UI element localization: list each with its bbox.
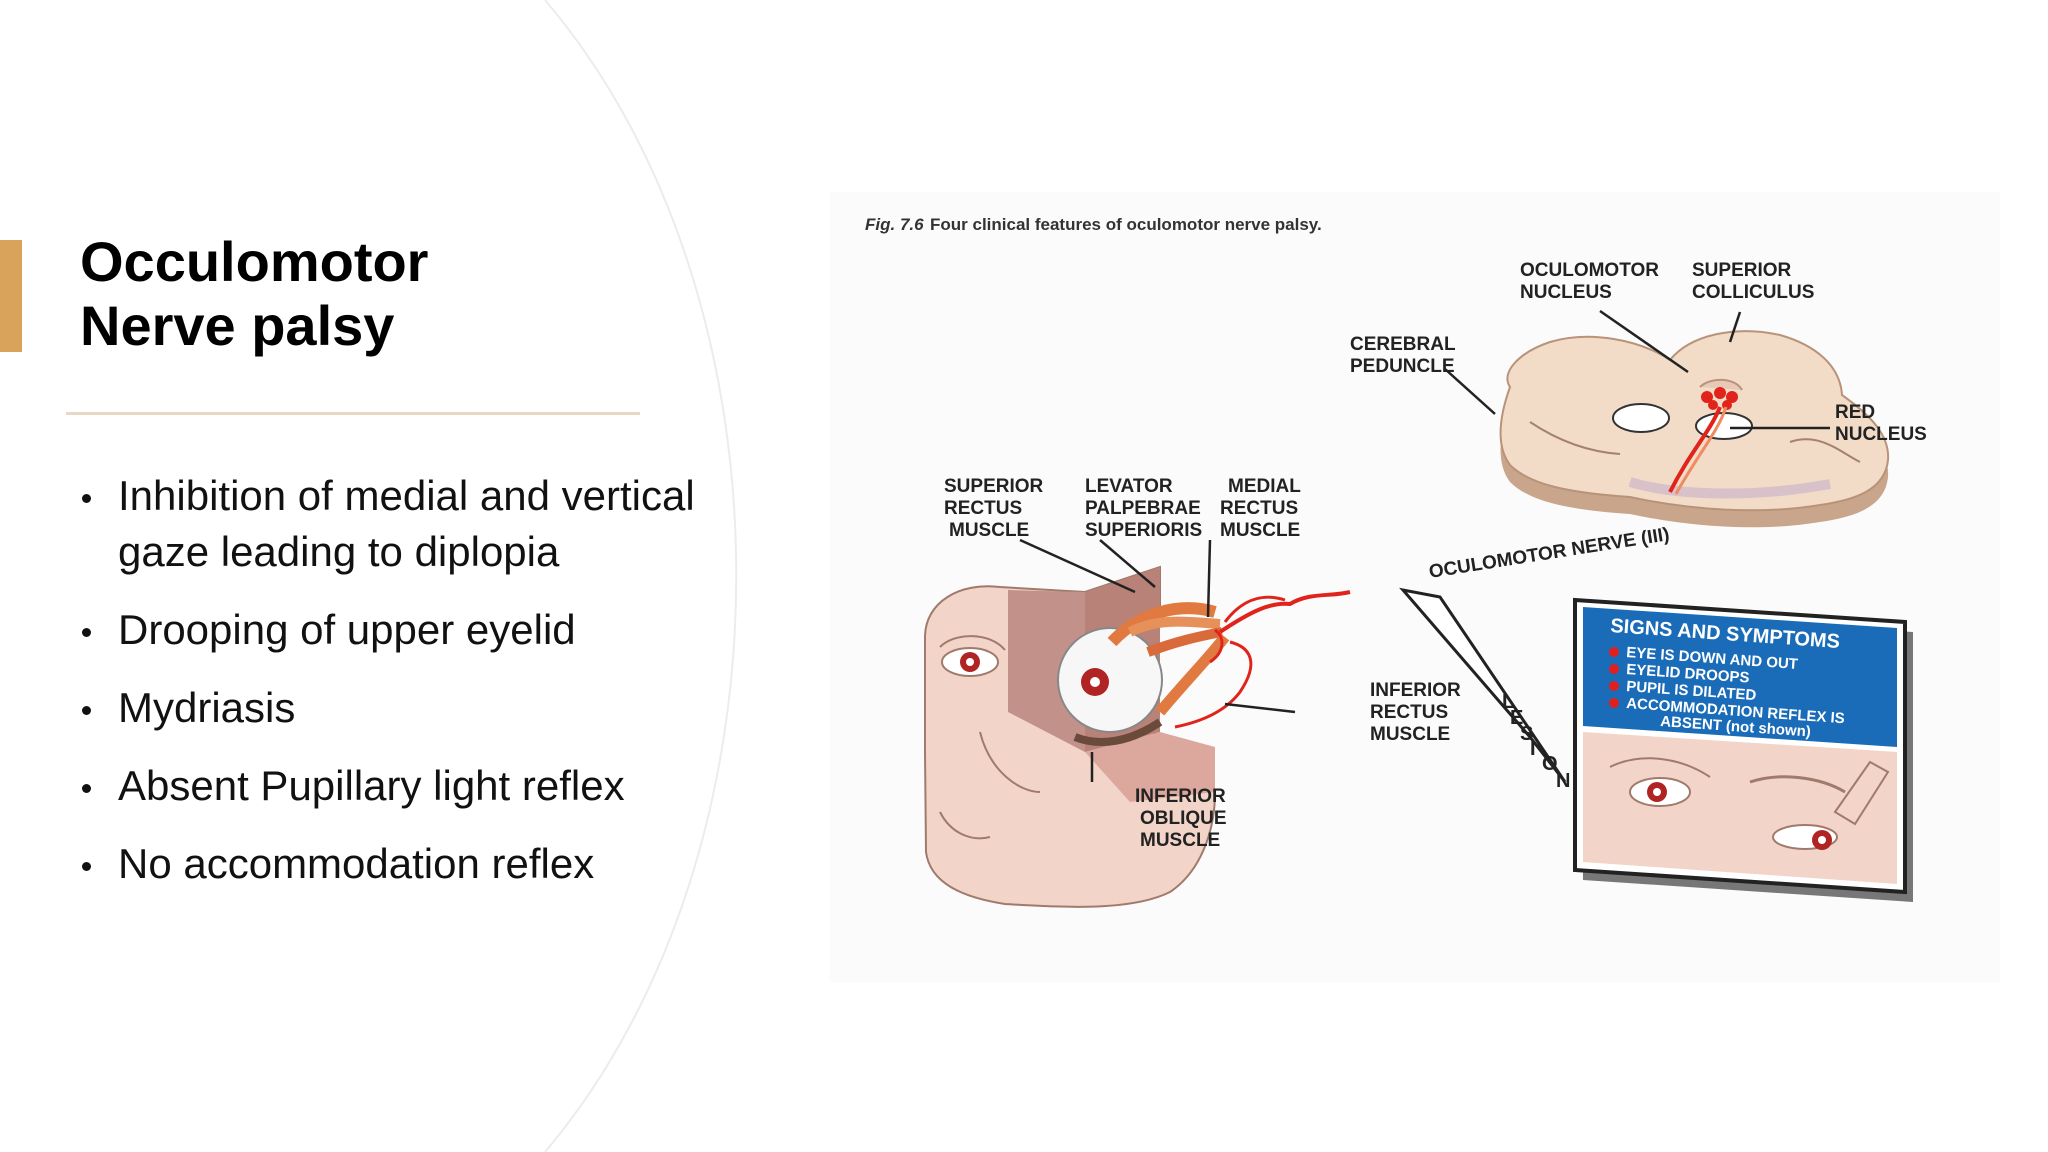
label-red-nucleus: RED NUCLEUS: [1835, 402, 1927, 445]
label-oculomotor-nerve: OCULOMOTOR NERVE (III): [1427, 524, 1670, 583]
lesion-letter: N: [1556, 770, 1570, 792]
bullet-item: Mydriasis: [80, 680, 730, 736]
lesion-letter: S: [1520, 723, 1533, 745]
brainstem-illustration: [1499, 330, 1890, 528]
brainstem-labels: OCULOMOTOR NUCLEUS SUPERIOR COLLICULUS C…: [1350, 260, 1927, 445]
oculomotor-palsy-figure: Fig. 7.6 Four clinical features of oculo…: [865, 215, 1927, 908]
slide-title: Occulomotor Nerve palsy: [80, 230, 720, 358]
signs-and-symptoms-box: SIGNS AND SYMPTOMS EYE IS DOWN AND OUT E…: [1573, 597, 1913, 902]
lesion-letter: O: [1542, 753, 1558, 775]
title-divider: [66, 412, 640, 415]
label-inferior-rectus: INFERIOR RECTUS MUSCLE: [1370, 680, 1466, 745]
figure-panel: Fig. 7.6 Four clinical features of oculo…: [830, 192, 2000, 982]
lesion-letter: E: [1510, 707, 1523, 729]
label-levator-palpebrae: LEVATOR PALPEBRAE SUPERIORIS: [1085, 476, 1206, 541]
bullet-item: Drooping of upper eyelid: [80, 602, 730, 658]
lesion-callout: L E S I O N: [1399, 587, 1570, 792]
face-illustration: [924, 565, 1351, 908]
label-inferior-oblique: INFERIOR OBLIQUE MUSCLE: [1135, 786, 1232, 851]
label-oculomotor-nucleus: OCULOMOTOR NUCLEUS: [1520, 260, 1664, 303]
title-line-2: Nerve palsy: [80, 294, 395, 357]
bullet-list: Inhibition of medial and vertical gaze l…: [80, 468, 730, 914]
figure-caption-number: Fig. 7.6: [865, 215, 924, 234]
label-superior-rectus: SUPERIOR RECTUS MUSCLE: [944, 476, 1049, 541]
label-cerebral-peduncle: CEREBRAL PEDUNCLE: [1350, 334, 1461, 377]
bullet-item: No accommodation reflex: [80, 836, 730, 892]
label-superior-colliculus: SUPERIOR COLLICULUS: [1692, 260, 1814, 303]
lesion-letter: L: [1502, 691, 1514, 713]
title-line-1: Occulomotor: [80, 230, 429, 293]
title-accent-bar: [0, 240, 22, 352]
bullet-item: Absent Pupillary light reflex: [80, 758, 730, 814]
bullet-item: Inhibition of medial and vertical gaze l…: [80, 468, 730, 580]
figure-caption-text: Four clinical features of oculomotor ner…: [930, 215, 1322, 234]
lesion-letter: I: [1530, 738, 1536, 760]
label-medial-rectus: MEDIAL RECTUS MUSCLE: [1220, 476, 1306, 541]
